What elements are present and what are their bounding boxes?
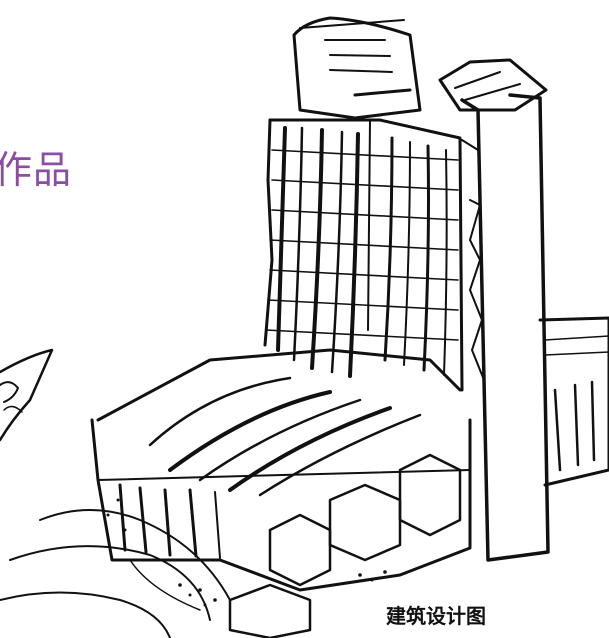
- image-caption: 建筑设计图: [386, 604, 486, 628]
- slide-title-fragment: 作品: [0, 148, 73, 192]
